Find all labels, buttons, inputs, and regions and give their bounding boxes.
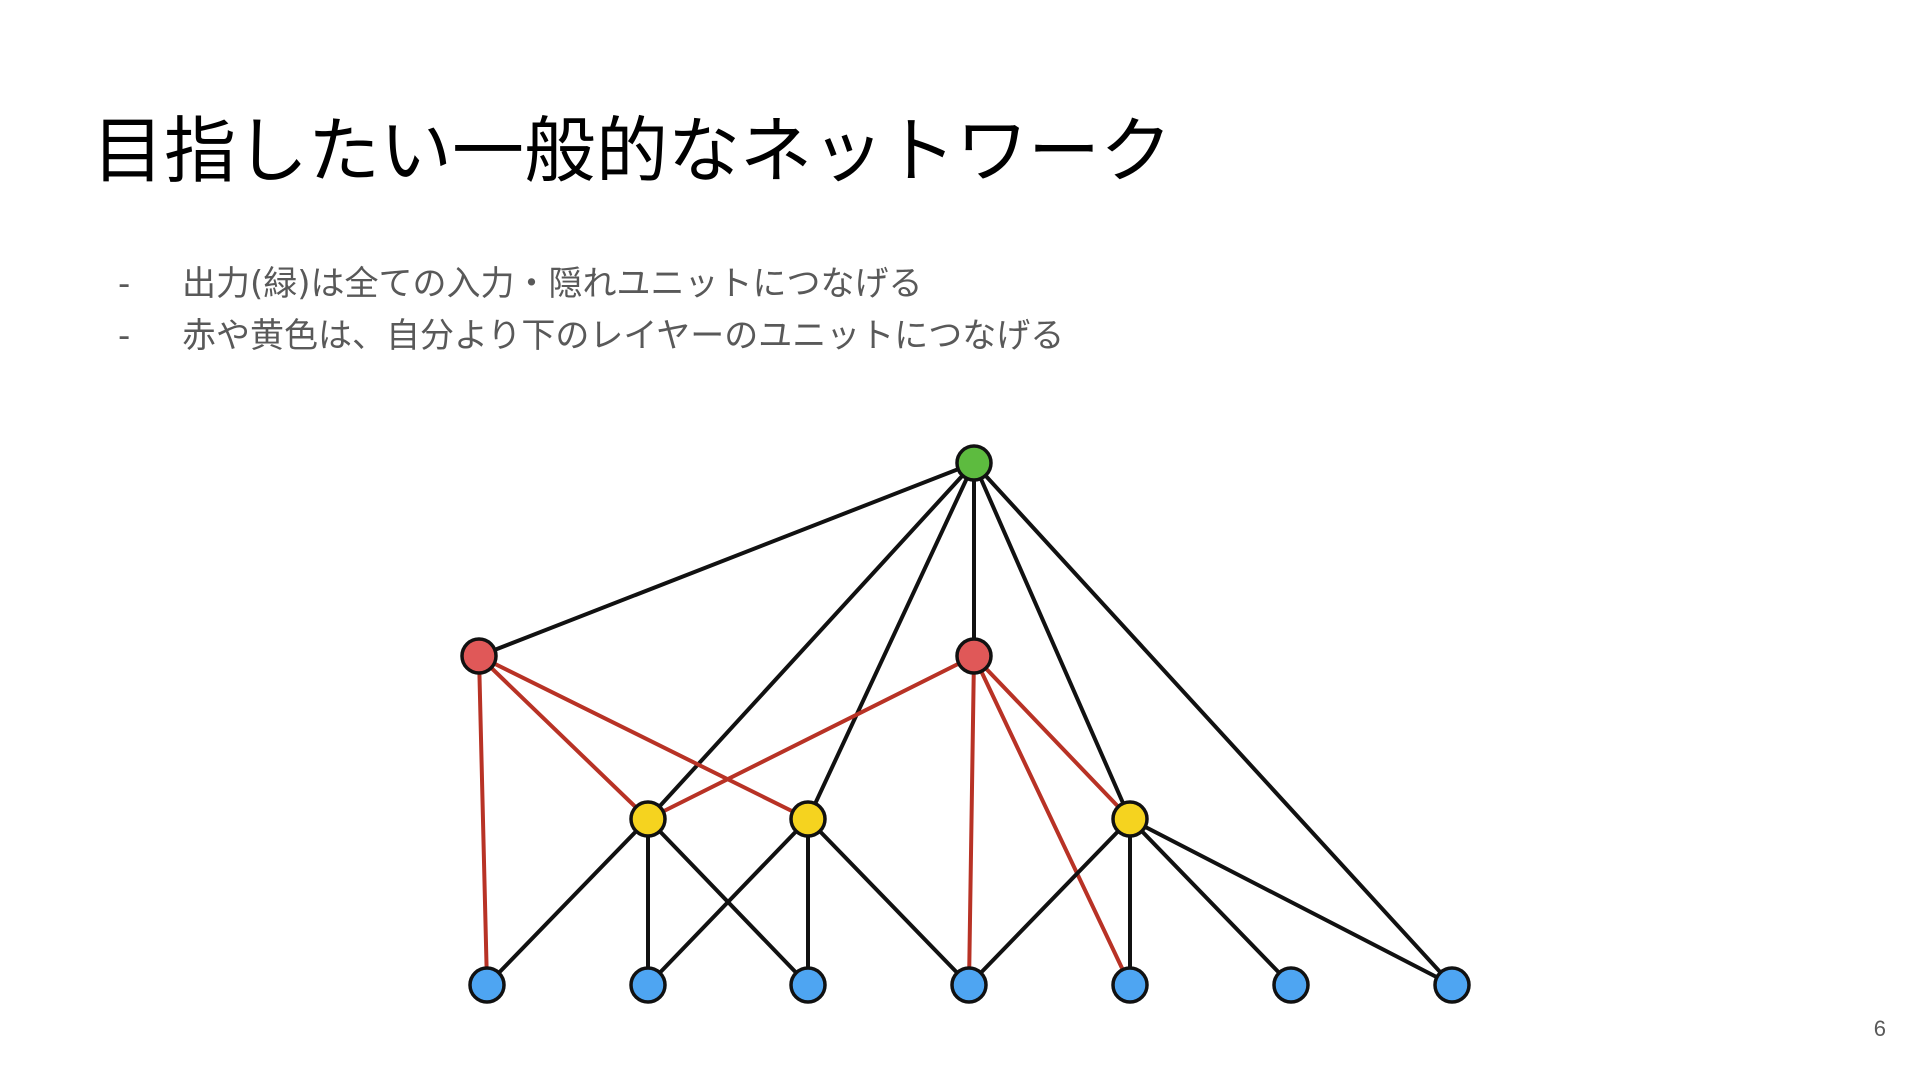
node-i2	[629, 966, 667, 1004]
node-i5	[1111, 966, 1149, 1004]
edge-r1-i1	[477, 654, 489, 987]
edge-r2-i4	[967, 654, 976, 987]
edge-r2-y1	[646, 654, 976, 821]
bullet-marker: -	[118, 316, 131, 356]
edge-out-i7	[972, 461, 1454, 987]
bullet-item: - 出力(緑)は全ての入力・隠れユニットにつなげる	[118, 258, 1064, 310]
edge-out-y3	[972, 461, 1132, 821]
edge-y3-i4	[967, 817, 1132, 987]
bullet-text: 赤や黄色は、自分より下のレイヤーのユニットにつなげる	[182, 316, 1065, 356]
node-i3	[789, 966, 827, 1004]
nodes-layer	[460, 444, 1471, 1004]
page-number: 6	[1873, 1016, 1886, 1041]
edges-layer	[477, 461, 1454, 987]
bullet-marker: -	[118, 264, 131, 304]
node-y3	[1111, 800, 1149, 838]
edge-y3-i6	[1128, 817, 1293, 987]
node-i4	[950, 966, 988, 1004]
edge-out-r1	[477, 461, 976, 658]
edge-y2-i4	[806, 817, 971, 987]
bullet-list: - 出力(緑)は全ての入力・隠れユニットにつなげる - 赤や黄色は、自分より下のレイ…	[118, 258, 1064, 362]
edge-y2-i2	[646, 817, 810, 987]
edge-y3-i7	[1128, 817, 1454, 987]
bullet-text: 出力(緑)は全ての入力・隠れユニットにつなげる	[182, 264, 923, 304]
node-r2	[955, 637, 993, 675]
node-i1	[468, 966, 506, 1004]
edge-r2-y3	[972, 654, 1132, 821]
node-i7	[1433, 966, 1471, 1004]
edge-out-y2	[806, 461, 976, 821]
node-y2	[789, 800, 827, 838]
node-i6	[1272, 966, 1310, 1004]
edge-y1-i1	[485, 817, 650, 987]
node-out	[955, 444, 993, 482]
slide-title: 目指したい一般的なネットワーク	[92, 109, 1173, 193]
edge-out-y1	[646, 461, 976, 821]
bullet-item: - 赤や黄色は、自分より下のレイヤーのユニットにつなげる	[118, 310, 1064, 362]
edge-r1-y1	[477, 654, 650, 821]
node-r1	[460, 637, 498, 675]
node-y1	[629, 800, 667, 838]
edge-r1-y2	[477, 654, 810, 821]
edge-r2-i5	[972, 654, 1132, 987]
